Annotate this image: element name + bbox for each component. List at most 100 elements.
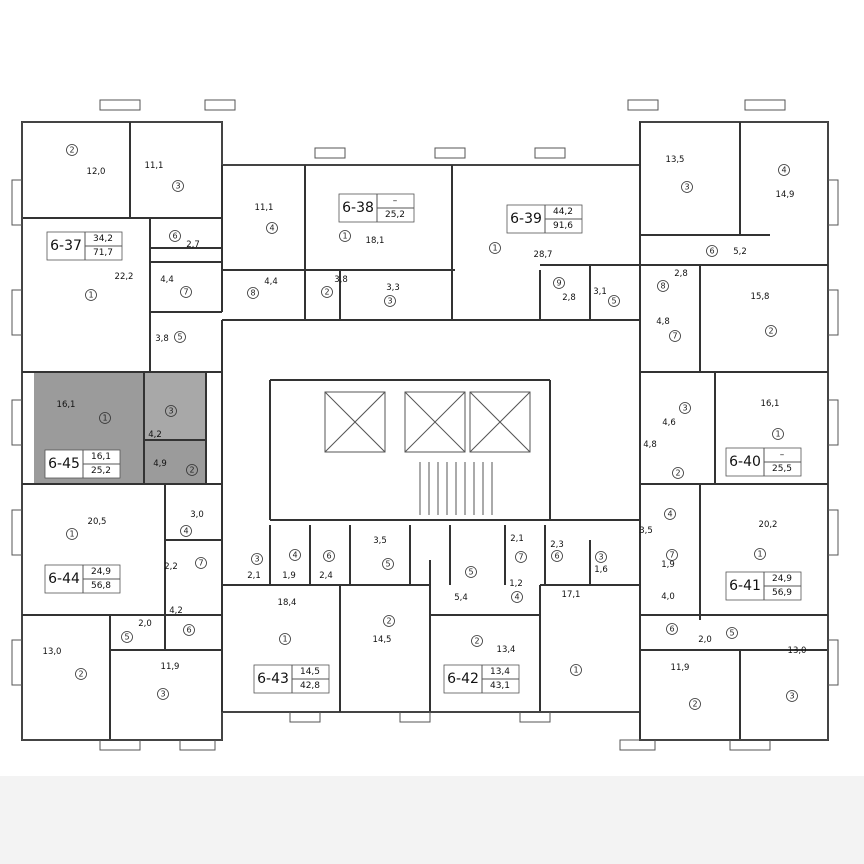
background-band (0, 776, 864, 864)
window (744, 99, 786, 111)
room-area: 1,9 (282, 571, 296, 581)
room-number: 5 (468, 568, 473, 577)
room-area: 2,0 (138, 619, 152, 629)
room-number-circle (323, 550, 335, 562)
room-number-circle (289, 549, 301, 561)
room-number-circle (489, 242, 501, 254)
apartment-6-45-fill-bath[interactable] (144, 440, 206, 484)
room-number-circle (172, 180, 184, 192)
room-number: 2 (189, 466, 194, 475)
room-area: 5,2 (733, 247, 747, 257)
apartment-number: 6-42 (447, 671, 479, 687)
total-area: 25,2 (385, 210, 405, 220)
room-number-circle (765, 325, 777, 337)
window (289, 711, 321, 723)
room-number-circle (321, 286, 333, 298)
living-area: – (393, 196, 398, 206)
room-area: 16,1 (57, 400, 76, 410)
room-number: 1 (757, 550, 762, 559)
room-number: 1 (573, 666, 578, 675)
room-number-circle (657, 280, 669, 292)
room-area: 2,8 (562, 293, 576, 303)
room-number: 3 (168, 407, 173, 416)
room-number-circle (465, 566, 477, 578)
room-area: 4,4 (264, 277, 278, 287)
room-number-circle (382, 558, 394, 570)
apartment-number: 6-44 (48, 571, 80, 587)
room-area: 3,5 (373, 536, 387, 546)
room-number: 1 (282, 635, 287, 644)
window (519, 711, 551, 723)
room-number-circle (471, 635, 483, 647)
room-number-circle (666, 549, 678, 561)
room-area: 13,0 (43, 647, 62, 657)
window (827, 289, 839, 336)
living-area: – (780, 450, 785, 460)
room-number: 8 (660, 282, 665, 291)
room-area: 12,0 (87, 167, 106, 177)
room-number-circle (99, 412, 111, 424)
elevator-shaft (404, 391, 466, 453)
room-number-circle (672, 467, 684, 479)
room-number-circle (515, 551, 527, 563)
room-number-circle (266, 222, 278, 234)
room-area: 3,3 (386, 283, 400, 293)
room-number: 5 (385, 560, 390, 569)
room-number-circle (666, 623, 678, 635)
apartment-tag-6-38[interactable]: 6-38–25,2 (338, 193, 415, 223)
room-area: 13,4 (497, 645, 516, 655)
room-number: 1 (102, 414, 107, 423)
room-number: 6 (326, 552, 331, 561)
room-number: 7 (669, 551, 674, 560)
room-number-circle (183, 624, 195, 636)
room-area: 4,6 (662, 418, 676, 428)
window (827, 639, 839, 686)
apartment-tag-6-40[interactable]: 6-40–25,5 (725, 447, 802, 477)
room-number-circle (706, 245, 718, 257)
room-number: 5 (124, 633, 129, 642)
window (11, 639, 23, 686)
room-number-circle (679, 402, 691, 414)
room-number: 2 (675, 469, 680, 478)
walls (11, 99, 839, 751)
living-area: 14,5 (300, 667, 320, 677)
living-area: 24,9 (91, 567, 111, 577)
room-number-circle (551, 550, 563, 562)
window (99, 99, 141, 111)
room-area: 1,2 (509, 579, 523, 589)
room-area: 5,4 (454, 593, 468, 603)
room-number: 9 (556, 279, 561, 288)
room-number-circle (279, 633, 291, 645)
window (399, 711, 431, 723)
room-area: 11,9 (671, 663, 690, 673)
room-area: 14,9 (776, 190, 795, 200)
window (827, 179, 839, 226)
apartment-number: 6-40 (729, 454, 761, 470)
room-area: 2,8 (674, 269, 688, 279)
room-number: 1 (69, 530, 74, 539)
room-area: 3,8 (334, 275, 348, 285)
window (619, 739, 656, 751)
room-number: 6 (554, 552, 559, 561)
room-number: 5 (729, 629, 734, 638)
room-number: 6 (669, 625, 674, 634)
room-number: 2 (692, 700, 697, 709)
room-area: 11,1 (145, 161, 164, 171)
room-area: 2,0 (698, 635, 712, 645)
room-area: 15,8 (751, 292, 770, 302)
room-number: 5 (177, 333, 182, 342)
apartment-6-45-fill-kitchen[interactable] (144, 372, 206, 440)
window (99, 739, 141, 751)
room-number-circle (85, 289, 97, 301)
room-area: 4,8 (656, 317, 670, 327)
total-area: 25,2 (91, 466, 111, 476)
total-area: 71,7 (93, 248, 113, 258)
total-area: 91,6 (553, 221, 573, 231)
